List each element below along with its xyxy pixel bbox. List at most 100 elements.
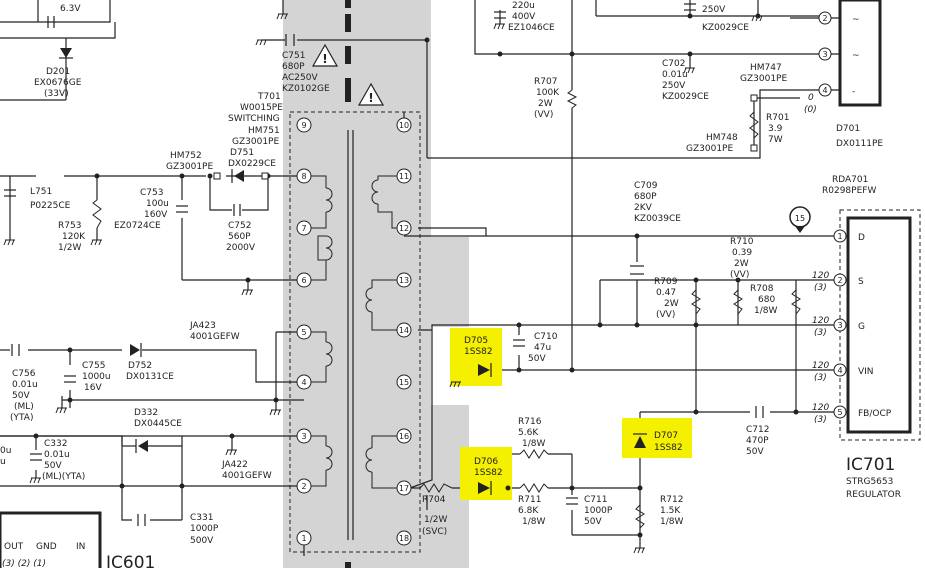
c709-part: KZ0039CE bbox=[634, 214, 681, 224]
transformer-pin-label: 2 bbox=[301, 482, 306, 491]
warning-icon-2: ! bbox=[357, 82, 385, 106]
r704-note: (SVC) bbox=[422, 527, 447, 537]
d705-part: 1SS82 bbox=[464, 347, 493, 357]
c709-ref: C709 bbox=[634, 181, 658, 191]
c710-val: 47u bbox=[534, 343, 551, 353]
transformer-pin-label: 18 bbox=[399, 534, 409, 543]
r709-w: 2W bbox=[664, 299, 679, 309]
c-top-part: EZ1046CE bbox=[508, 23, 555, 33]
top-right-part: KZ0029CE bbox=[702, 23, 749, 33]
d752-part: DX0131CE bbox=[126, 372, 174, 382]
d707-ref: D707 bbox=[654, 431, 678, 441]
transformer-pin-label: 1 bbox=[301, 534, 306, 543]
ic701-pin-name: D bbox=[858, 233, 865, 243]
r707-ref: R707 bbox=[534, 77, 557, 87]
r753-ref: R753 bbox=[58, 221, 81, 231]
d707-part: 1SS82 bbox=[654, 443, 683, 453]
hm752-part: GZ3001PE bbox=[166, 162, 213, 172]
r710-note: (VV) bbox=[730, 270, 749, 280]
d201-ref: D201 bbox=[46, 67, 70, 77]
r704-w: 1/2W bbox=[424, 515, 447, 525]
transformer-pin-8: 8 bbox=[296, 168, 312, 184]
ic701-pin-num: 5 bbox=[837, 408, 842, 417]
ic701-pin-num: 3 bbox=[837, 321, 842, 330]
capacitors bbox=[4, 3, 764, 526]
c-top-val: 220u bbox=[512, 1, 535, 11]
transformer-pin-label: 14 bbox=[399, 326, 409, 335]
c711-v: 50V bbox=[584, 517, 602, 527]
c755-ref: C755 bbox=[82, 361, 105, 371]
ic701-desc: REGULATOR bbox=[846, 490, 901, 500]
ja422-ref: JA422 bbox=[221, 460, 248, 470]
hm747-part: GZ3001PE bbox=[740, 74, 787, 84]
r708-val: 680 bbox=[758, 295, 775, 305]
ic601-box bbox=[0, 511, 102, 568]
r708-w: 1/8W bbox=[754, 306, 777, 316]
d701-pins: 2 3 4 ~ ~ - 0 (0) bbox=[804, 11, 860, 115]
transformer-pin-label: 15 bbox=[399, 378, 409, 387]
transformer-pin-4: 4 bbox=[296, 374, 312, 390]
transformer-pin-label: 16 bbox=[399, 432, 409, 441]
ic701-pin-num: 2 bbox=[837, 276, 842, 285]
c702-val: 0.01u bbox=[662, 70, 688, 80]
c331-ref: C331 bbox=[190, 513, 213, 523]
ic601-in: IN bbox=[76, 542, 85, 552]
transformer-pin-label: 11 bbox=[399, 172, 409, 181]
d701-minus: - bbox=[852, 87, 855, 97]
d701-part: DX0111PE bbox=[836, 139, 883, 149]
c709-val: 680P bbox=[634, 192, 657, 202]
d751-ref: D751 bbox=[230, 148, 254, 158]
r716-val: 5.6K bbox=[518, 428, 539, 438]
c755-v: 16V bbox=[84, 383, 102, 393]
transformer-pin-label: 6 bbox=[301, 276, 306, 285]
c752-ref: C752 bbox=[228, 221, 251, 231]
r707-note: (VV) bbox=[534, 110, 553, 120]
svg-text:!: ! bbox=[368, 91, 373, 105]
r710-w: 2W bbox=[734, 259, 749, 269]
top-right-c-v: 250V bbox=[702, 5, 726, 15]
r709-note: (VV) bbox=[656, 310, 675, 320]
r716-ref: R716 bbox=[518, 417, 542, 427]
d751-part: DX0229CE bbox=[228, 159, 276, 169]
transformer-pin-11: 11 bbox=[396, 168, 412, 184]
ic601-pin-nums: (3) (2) (1) bbox=[2, 559, 46, 568]
c751-val: 680P bbox=[282, 62, 305, 72]
svg-text:!: ! bbox=[322, 52, 327, 66]
ja423-part: 4001GEFW bbox=[190, 332, 240, 342]
hm-test-points bbox=[213, 94, 758, 180]
t701-ref: T701 bbox=[257, 92, 281, 102]
transformer-pin-label: 8 bbox=[301, 172, 306, 181]
d701-ref: D701 bbox=[836, 124, 860, 134]
d705-ref: D705 bbox=[464, 336, 488, 346]
ic701-pin-name: VIN bbox=[858, 367, 874, 377]
c753-ref: C753 bbox=[140, 188, 163, 198]
ic601-gnd: GND bbox=[36, 542, 57, 552]
d705-highlight bbox=[450, 328, 502, 386]
c753-v: 160V bbox=[144, 210, 168, 220]
r707-val: 100K bbox=[536, 88, 560, 98]
ic701-pin-name: S bbox=[858, 277, 864, 287]
rda701-ref: RDA701 bbox=[832, 175, 868, 185]
transformer-pin-label: 12 bbox=[399, 224, 409, 233]
ic701-pin-voltage-paren: (3) bbox=[814, 373, 827, 383]
c-top-v: 400V bbox=[512, 12, 536, 22]
d201-zener: (33V) bbox=[44, 89, 69, 99]
warning-icon: ! bbox=[311, 43, 339, 67]
d701-pin-2: 2 bbox=[822, 14, 827, 23]
r712-val: 1.5K bbox=[660, 506, 681, 516]
r701-w: 7W bbox=[768, 135, 783, 145]
highlights bbox=[450, 328, 692, 500]
t701-part: W0015PE bbox=[240, 103, 283, 113]
c709-v: 2KV bbox=[634, 203, 653, 213]
c332-v: 50V bbox=[44, 461, 62, 471]
d701-pin-3: 3 bbox=[822, 50, 827, 59]
r709-ref: R709 bbox=[654, 277, 678, 287]
transformer-shade-tab bbox=[431, 237, 469, 327]
r711-val: 6.8K bbox=[518, 506, 539, 516]
c756-v: 50V bbox=[12, 391, 30, 401]
ic701-outline bbox=[839, 209, 921, 441]
